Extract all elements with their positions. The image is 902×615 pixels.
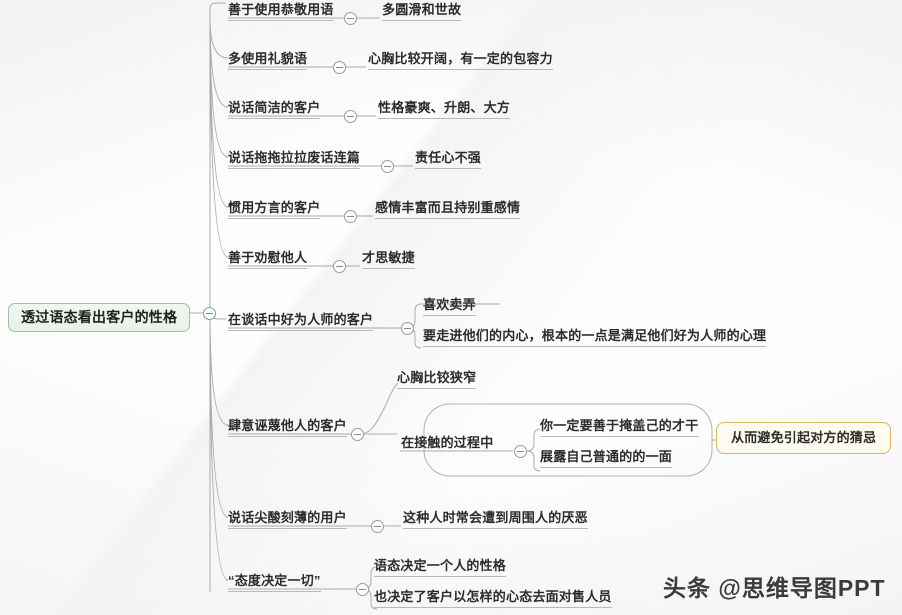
branch-3-child-1[interactable]: 性格豪爽、升朗、大方 xyxy=(378,100,511,119)
branch-5-child-1-label: 感情丰富而且持别重感情 xyxy=(375,200,521,215)
branch-7-collapse-toggle[interactable] xyxy=(401,322,414,335)
branch-4-child-1[interactable]: 责任心不强 xyxy=(415,150,482,169)
branch-9-child-1[interactable]: 这种人时常会遭到周围人的厌恶 xyxy=(403,511,588,529)
branch-3-child-1-label: 性格豪爽、升朗、大方 xyxy=(378,100,511,115)
branch-node-3-label: 说话简洁的客户 xyxy=(228,100,321,115)
branch-node-1-label: 善于使用恭敬用语 xyxy=(228,2,334,17)
branch-2-collapse-toggle[interactable] xyxy=(333,61,346,74)
branch-node-4[interactable]: 说话拖拖拉拉废话连篇 xyxy=(228,150,361,169)
branch-5-child-1[interactable]: 感情丰富而且持别重感情 xyxy=(375,200,521,219)
branch-8-child-2-collapse-toggle[interactable] xyxy=(514,445,527,458)
watermark: 头条 @思维导图PPT xyxy=(663,569,886,603)
branch-node-10-label: “态度决定一切” xyxy=(228,573,321,588)
branch-7-child-2-label: 要走进他们的内心，根本的一点是满足他们好为人师的心理 xyxy=(423,328,767,343)
root-node-label: 透过语态看出客户的性格 xyxy=(21,309,178,325)
branch-node-1[interactable]: 善于使用恭敬用语 xyxy=(228,3,334,21)
branch-1-child-1[interactable]: 多圆滑和世故 xyxy=(382,2,462,21)
branch-6-collapse-toggle[interactable] xyxy=(333,260,346,273)
branch-node-8-label: 肆意诬蔑他人的客户 xyxy=(228,418,347,433)
branch-node-4-label: 说话拖拖拉拉废话连篇 xyxy=(228,150,361,165)
branch-node-7-label: 在谈话中好为人师的客户 xyxy=(228,312,374,327)
branch-10-child-2[interactable]: 也决定了客户以怎样的心态去面对售人员 xyxy=(374,590,612,608)
branch-7-child-1-label: 喜欢卖弄 xyxy=(423,297,476,312)
branch-node-9[interactable]: 说话尖酸刻薄的用户 xyxy=(228,511,347,529)
branch-node-2[interactable]: 多使用礼貌语 xyxy=(228,51,308,70)
branch-10-child-1-label: 语态决定一个人的性格 xyxy=(374,558,507,573)
branch-node-6[interactable]: 善于劝慰他人 xyxy=(228,250,308,269)
branch-7-child-2[interactable]: 要走进他们的内心，根本的一点是满足他们好为人师的心理 xyxy=(423,328,767,347)
branch-10-child-2-label: 也决定了客户以怎样的心态去面对售人员 xyxy=(374,589,612,604)
branch-node-5[interactable]: 惯用方言的客户 xyxy=(228,200,321,219)
branch-node-8[interactable]: 肆意诬蔑他人的客户 xyxy=(228,419,347,437)
root-node[interactable]: 透过语态看出客户的性格 xyxy=(8,303,191,332)
branch-2-child-1[interactable]: 心胸比较开阔，有一定的包容力 xyxy=(368,52,553,70)
branch-9-collapse-toggle[interactable] xyxy=(371,520,384,533)
branch-node-2-label: 多使用礼貌语 xyxy=(228,51,308,66)
branch-7-child-1[interactable]: 喜欢卖弄 xyxy=(423,298,476,316)
branch-6-child-1-label: 才思敏捷 xyxy=(362,250,415,265)
branch-10-collapse-toggle[interactable] xyxy=(356,583,369,596)
branch-node-6-label: 善于劝慰他人 xyxy=(228,250,308,265)
branch-node-9-label: 说话尖酸刻薄的用户 xyxy=(228,510,347,525)
root-collapse-toggle[interactable] xyxy=(203,307,216,320)
branch-8-child-2-label: 在接触的过程中 xyxy=(401,435,494,450)
branch-4-child-1-label: 责任心不强 xyxy=(415,150,482,165)
highlight-node[interactable]: 从而避免引起对方的猜忌 xyxy=(716,422,892,454)
branch-2-child-1-label: 心胸比较开阔，有一定的包容力 xyxy=(368,51,553,66)
watermark-text: 头条 @思维导图PPT xyxy=(663,575,886,601)
branch-8-collapse-toggle[interactable] xyxy=(351,428,364,441)
branch-1-child-1-label: 多圆滑和世故 xyxy=(382,2,462,17)
branch-8-grandchild-1[interactable]: 你一定要善于掩盖己的才干 xyxy=(540,418,699,437)
branch-node-7[interactable]: 在谈话中好为人师的客户 xyxy=(228,312,374,331)
highlight-node-label: 从而避免引起对方的猜忌 xyxy=(731,430,877,445)
branch-node-3[interactable]: 说话简洁的客户 xyxy=(228,100,321,119)
branch-9-child-1-label: 这种人时常会遭到周围人的厌恶 xyxy=(403,510,588,525)
branch-node-5-label: 惯用方言的客户 xyxy=(228,200,321,215)
branch-1-collapse-toggle[interactable] xyxy=(344,12,357,25)
branch-8-child-2[interactable]: 在接触的过程中 xyxy=(401,436,493,449)
branch-10-child-1[interactable]: 语态决定一个人的性格 xyxy=(374,558,507,577)
branch-node-10[interactable]: “态度决定一切” xyxy=(228,574,321,592)
branch-8-grandchild-2-label: 展露自己普通的的一面 xyxy=(540,449,673,464)
branch-5-collapse-toggle[interactable] xyxy=(344,210,357,223)
branch-4-collapse-toggle[interactable] xyxy=(381,160,394,173)
branch-8-grandchild-2[interactable]: 展露自己普通的的一面 xyxy=(540,449,673,468)
branch-6-child-1[interactable]: 才思敏捷 xyxy=(362,251,415,269)
branch-8-child-1-label: 心胸比铰狭窄 xyxy=(397,370,477,385)
branch-3-collapse-toggle[interactable] xyxy=(344,110,357,123)
branch-8-grandchild-1-label: 你一定要善于掩盖己的才干 xyxy=(540,418,699,433)
branch-8-child-1[interactable]: 心胸比铰狭窄 xyxy=(397,370,477,389)
